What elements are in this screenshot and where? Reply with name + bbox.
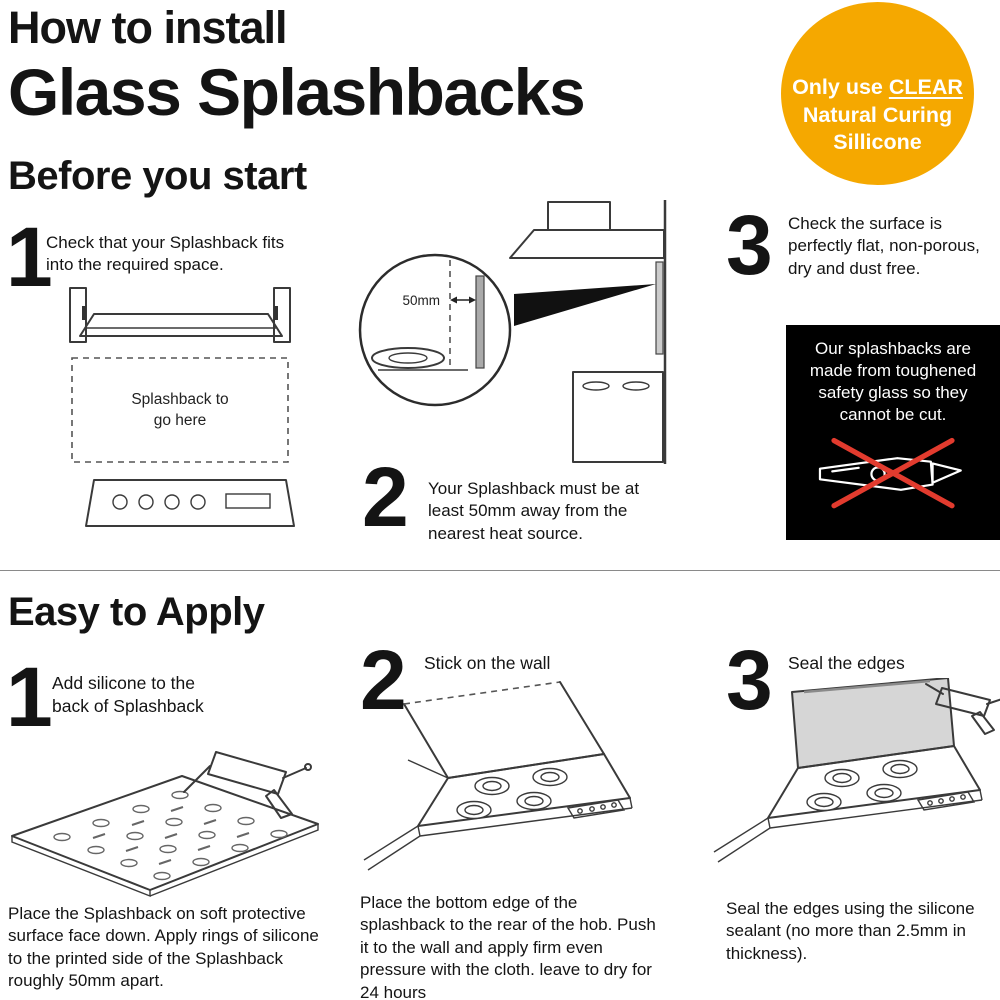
apply-step3-number: 3 xyxy=(726,633,773,727)
apply-step1-number: 1 xyxy=(6,650,53,744)
hob-burners xyxy=(806,759,918,812)
cooker-hood xyxy=(79,313,283,337)
section-divider xyxy=(0,570,1000,571)
cooker xyxy=(572,371,664,463)
control-panel xyxy=(916,791,976,811)
before-heading: Before you start xyxy=(8,154,307,198)
page-title-line1: How to install xyxy=(8,2,287,53)
seal-edges-illustration xyxy=(713,678,1000,863)
silicone-dashes xyxy=(92,806,250,865)
burner-icon xyxy=(371,347,445,369)
tilted-splashback-panel xyxy=(403,681,605,779)
splashback-area-outline xyxy=(71,357,289,463)
caulk-gun-icon xyxy=(925,683,1000,735)
warning-box: Our splashbacks are made from toughened … xyxy=(786,325,1000,540)
red-cross-icon xyxy=(831,438,955,509)
apply-heading: Easy to Apply xyxy=(8,590,265,634)
apply-step1-caption: Add silicone to the back of Splashback xyxy=(52,673,204,716)
apply-step2-number: 2 xyxy=(360,633,407,727)
warning-text: Our splashbacks are made from toughened … xyxy=(809,339,977,425)
badge-clear-underlined: CLEAR xyxy=(888,74,963,99)
page-title-line2: Glass Splashbacks xyxy=(8,55,586,129)
hood-chimney xyxy=(547,201,611,231)
control-panel xyxy=(566,799,626,819)
splashback-edge-strip xyxy=(475,275,485,369)
callout-wedge xyxy=(514,284,656,326)
hob xyxy=(85,479,295,527)
caulk-gun-icon xyxy=(183,751,312,819)
apply-step3-instructions: Seal the edges using the silicone sealan… xyxy=(726,899,975,963)
apply-step3-caption: Seal the edges xyxy=(788,653,905,673)
apply-step2-caption: Stick on the wall xyxy=(424,653,551,673)
distance-diagram: 50mm xyxy=(358,200,667,464)
hob-surface xyxy=(417,753,631,827)
clear-silicone-badge: Only use CLEAR Natural Curing Sillicone xyxy=(781,2,974,185)
before-step1-text: Check that your Splashback fits into the… xyxy=(46,233,285,275)
badge-line2: Natural Curing xyxy=(802,102,953,127)
hob-burners xyxy=(456,767,568,820)
before-step1-number: 1 xyxy=(6,210,53,304)
counter-edges xyxy=(363,759,633,871)
apply-step2-instructions: Place the bottom edge of the splashback … xyxy=(360,893,656,1000)
badge-line1: Only use CLEAR xyxy=(792,74,963,99)
apply-step1-instructions: Place the Splashback on soft protective … xyxy=(8,904,319,991)
before-step3-text: Check the surface is perfectly flat, non… xyxy=(788,214,980,278)
splashback-area-label-line1: Splashback to xyxy=(131,391,228,408)
left-cabinet-handle xyxy=(82,306,86,320)
hood-canopy xyxy=(509,229,665,259)
splashback-space-diagram: Splashback to go here xyxy=(69,287,295,527)
splashback-area-label-line2: go here xyxy=(154,412,207,429)
sealant-bead xyxy=(803,679,931,694)
wall-splashback-strip xyxy=(655,261,664,355)
before-step3-number: 3 xyxy=(726,198,773,292)
measurement-label: 50mm xyxy=(402,293,440,308)
silicone-application-illustration xyxy=(11,751,319,898)
utility-knife-icon xyxy=(818,438,962,509)
detail-circle xyxy=(358,253,512,407)
before-step2-number: 2 xyxy=(362,450,409,544)
stick-on-wall-illustration xyxy=(363,681,633,871)
before-step2-text: Your Splashback must be at least 50mm aw… xyxy=(428,479,640,543)
badge-line3: Sillicone xyxy=(833,130,922,155)
counter-edges xyxy=(713,789,983,863)
right-cabinet-handle xyxy=(274,306,278,320)
silicone-rings xyxy=(53,790,288,881)
